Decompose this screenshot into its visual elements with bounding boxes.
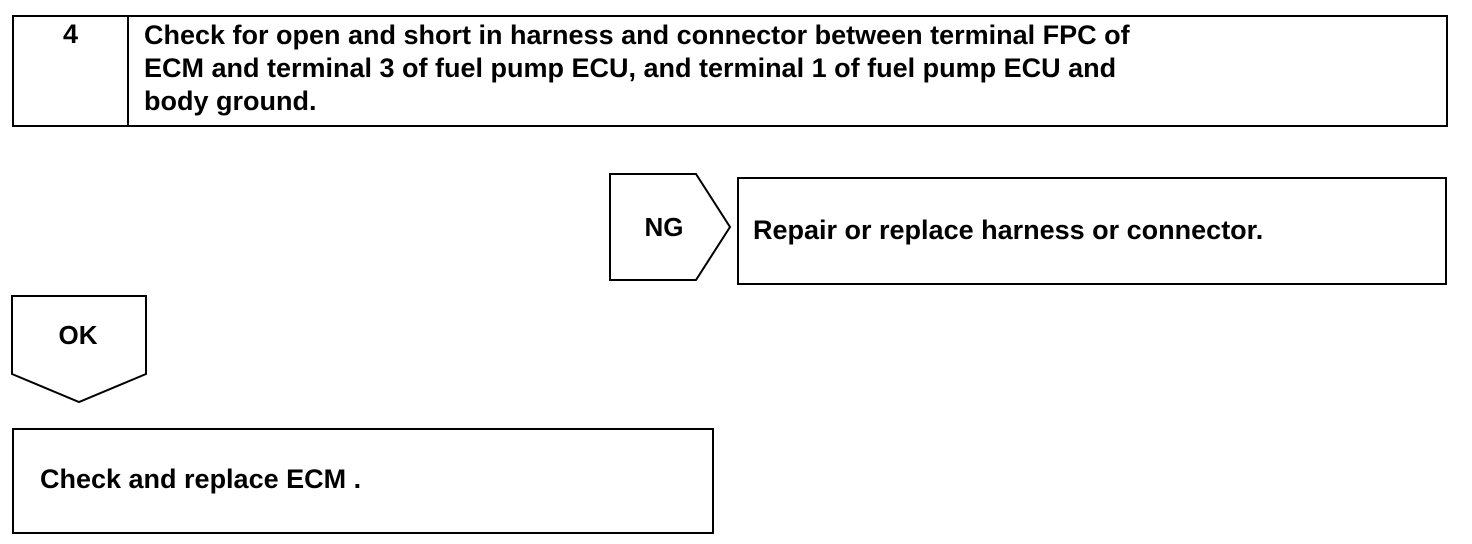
step-box: 4 Check for open and short in harness an… bbox=[12, 15, 1448, 127]
ng-label: NG bbox=[644, 212, 684, 242]
ok-action-text: Check and replace ECM . bbox=[40, 464, 362, 494]
ng-action-text: Repair or replace harness or connector. bbox=[753, 215, 1264, 245]
ng-action-box: Repair or replace harness or connector. bbox=[737, 177, 1447, 285]
ok-action-box: Check and replace ECM . bbox=[12, 428, 714, 534]
step-number: 4 bbox=[62, 19, 79, 49]
ok-label: OK bbox=[58, 320, 98, 350]
step-description: Check for open and short in harness and … bbox=[144, 20, 1130, 116]
ng-arrow-shape bbox=[609, 173, 732, 281]
ok-arrow-shape bbox=[11, 295, 147, 404]
step-number-cell: 4 bbox=[14, 17, 129, 125]
